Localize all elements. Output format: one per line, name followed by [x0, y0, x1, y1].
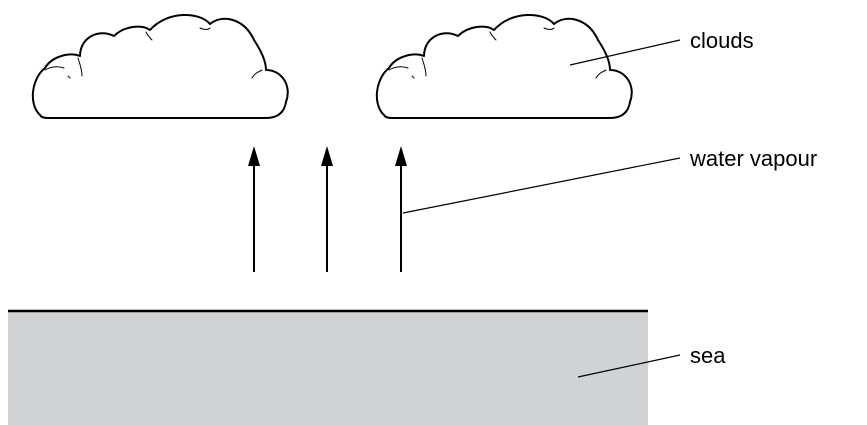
vapour-arrow-1: [248, 146, 260, 272]
sea-leader-line: [577, 354, 681, 378]
water-vapour-label: water vapour: [689, 146, 817, 171]
sea-label: sea: [690, 343, 726, 368]
vapour-arrow-3: [395, 146, 407, 272]
sea-area: [8, 311, 648, 425]
cloud-left: [31, 13, 289, 119]
clouds-leader-line: [569, 39, 681, 66]
water-vapour-leader-line: [402, 157, 681, 214]
vapour-arrow-2: [321, 146, 333, 272]
clouds-label: clouds: [690, 28, 754, 53]
cloud-right: [375, 13, 633, 119]
